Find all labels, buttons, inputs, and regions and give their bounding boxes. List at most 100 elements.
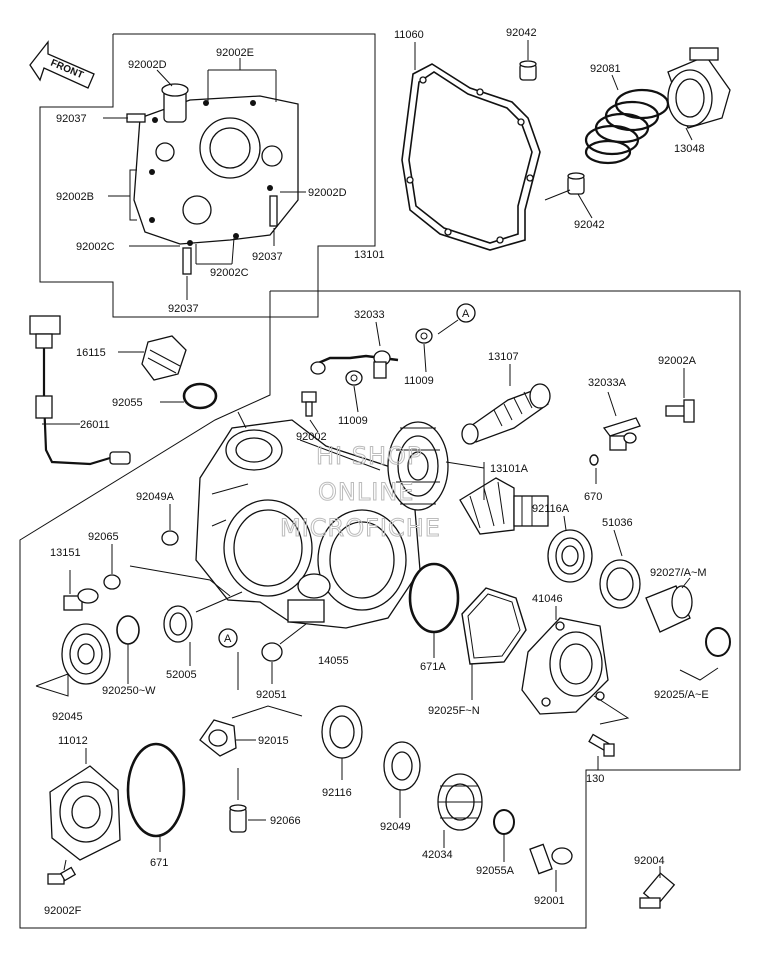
label-92045: 92045 — [52, 711, 83, 723]
oil-pipe-32033-part — [310, 350, 399, 379]
shim-92025-part — [705, 627, 731, 657]
front-arrow-icon: FRONT — [29, 40, 95, 89]
label-92042-top: 92042 — [506, 27, 537, 39]
label-92025: 92025/A~E — [654, 689, 709, 701]
main-case-14055-part — [195, 419, 421, 629]
watermark-line-1: HI SHOP — [316, 442, 422, 470]
label-92002F: 92002F — [44, 905, 82, 917]
switch-13151-part — [63, 570, 99, 611]
bolt-92002A-part — [665, 399, 695, 423]
gasket-11060-part — [401, 63, 541, 251]
seal-92049-part — [383, 741, 421, 791]
bracket-32033A-part — [602, 417, 641, 451]
oring-671-part — [126, 742, 186, 838]
dowel-pin-92042-part — [519, 60, 537, 81]
label-13151: 13151 — [50, 547, 81, 559]
label-A-bottom: A — [224, 633, 232, 645]
label-13048: 13048 — [674, 143, 705, 155]
housing-41046-part — [521, 617, 609, 715]
upper-group-frame — [39, 33, 376, 318]
label-92037-right: 92037 — [252, 251, 283, 263]
bearing-92116A-part — [547, 529, 593, 583]
bolt-130-part — [588, 733, 615, 757]
oring-671A-part — [408, 562, 460, 634]
label-13107: 13107 — [488, 351, 519, 363]
clutch-hub-13048-part — [667, 47, 731, 129]
label-92002C-left: 92002C — [76, 241, 115, 253]
dowel-pin-92042b-part — [567, 172, 585, 195]
label-32033A: 32033A — [588, 377, 627, 389]
label-670: 670 — [584, 491, 602, 503]
oring-670-part — [589, 454, 599, 466]
seal-51036-part — [599, 559, 641, 609]
label-92116: 92116 — [322, 787, 352, 799]
ref-a-marker — [456, 303, 476, 323]
label-92055: 92055 — [112, 397, 143, 409]
label-11060: 11060 — [394, 29, 424, 41]
bearing-92045-part — [61, 623, 111, 685]
bevel-gear-13101A-part — [387, 421, 549, 535]
bolt-92002-part — [301, 391, 317, 417]
connector-part — [29, 315, 131, 466]
washer-11009a-part — [415, 328, 433, 344]
oring-92055A-part — [493, 809, 515, 835]
oring-92055-part — [182, 382, 218, 410]
label-42034: 42034 — [422, 849, 453, 861]
bolt-92002F-part — [47, 866, 77, 885]
pinion-13107-part — [461, 383, 551, 445]
label-671: 671 — [150, 857, 168, 869]
label-92001: 92001 — [534, 895, 565, 907]
label-92066: 92066 — [270, 815, 301, 827]
label-13101: 13101 — [354, 249, 385, 261]
label-92037-bottom: 92037 — [168, 303, 199, 315]
label-51036: 51036 — [602, 517, 633, 529]
ref-a-marker-2 — [218, 628, 238, 648]
label-92027: 92027/A~M — [650, 567, 707, 579]
label-920250: 920250~W — [102, 685, 156, 697]
label-92002C-right: 92002C — [210, 267, 249, 279]
label-92002B: 92002B — [56, 191, 94, 203]
gear-42034-part — [437, 773, 483, 831]
label-26011: 26011 — [80, 419, 110, 431]
spring-92081-part — [584, 88, 670, 165]
pin-92066-part — [229, 804, 247, 833]
label-11009-left: 11009 — [338, 415, 368, 427]
label-13101A: 13101A — [490, 463, 529, 475]
washer-11009b-part — [345, 370, 363, 386]
label-92002: 92002 — [296, 431, 327, 443]
watermark-line-2: ONLINE — [318, 478, 414, 506]
label-32033: 32033 — [354, 309, 385, 321]
label-92051: 92051 — [256, 689, 287, 701]
label-41046: 41046 — [532, 593, 563, 605]
lower-group-frame — [19, 290, 741, 929]
washer-92051-part — [261, 642, 283, 662]
bearing-92116-part — [321, 705, 363, 759]
label-11012: 11012 — [58, 735, 88, 747]
label-52005: 52005 — [166, 669, 197, 681]
label-92049A: 92049A — [136, 491, 175, 503]
label-92055A: 92055A — [476, 865, 515, 877]
upper-leaders — [103, 58, 306, 300]
label-92004: 92004 — [634, 855, 665, 867]
label-92015: 92015 — [258, 735, 289, 747]
label-A-top: A — [462, 308, 470, 320]
label-14055: 14055 — [318, 655, 349, 667]
cover-11012-part — [49, 765, 121, 861]
bolt-92001-part — [529, 843, 573, 875]
label-92002E: 92002E — [216, 47, 254, 59]
label-671A: 671A — [420, 661, 446, 673]
label-92065: 92065 — [88, 531, 119, 543]
shim-92025O-part — [116, 615, 140, 645]
label-92002D-right: 92002D — [308, 187, 347, 199]
bolt-92049A-part — [161, 530, 179, 546]
label-130: 130 — [586, 773, 604, 785]
gasket-92025F-part — [461, 587, 527, 665]
label-11009-right: 11009 — [404, 375, 434, 387]
label-16115: 16115 — [76, 347, 106, 359]
gear-case-cover-part — [133, 83, 299, 246]
watermark: HI SHOP ONLINE MICROFICHE — [280, 442, 441, 543]
watermark-line-3: MICROFICHE — [280, 514, 441, 542]
label-92081: 92081 — [590, 63, 621, 75]
